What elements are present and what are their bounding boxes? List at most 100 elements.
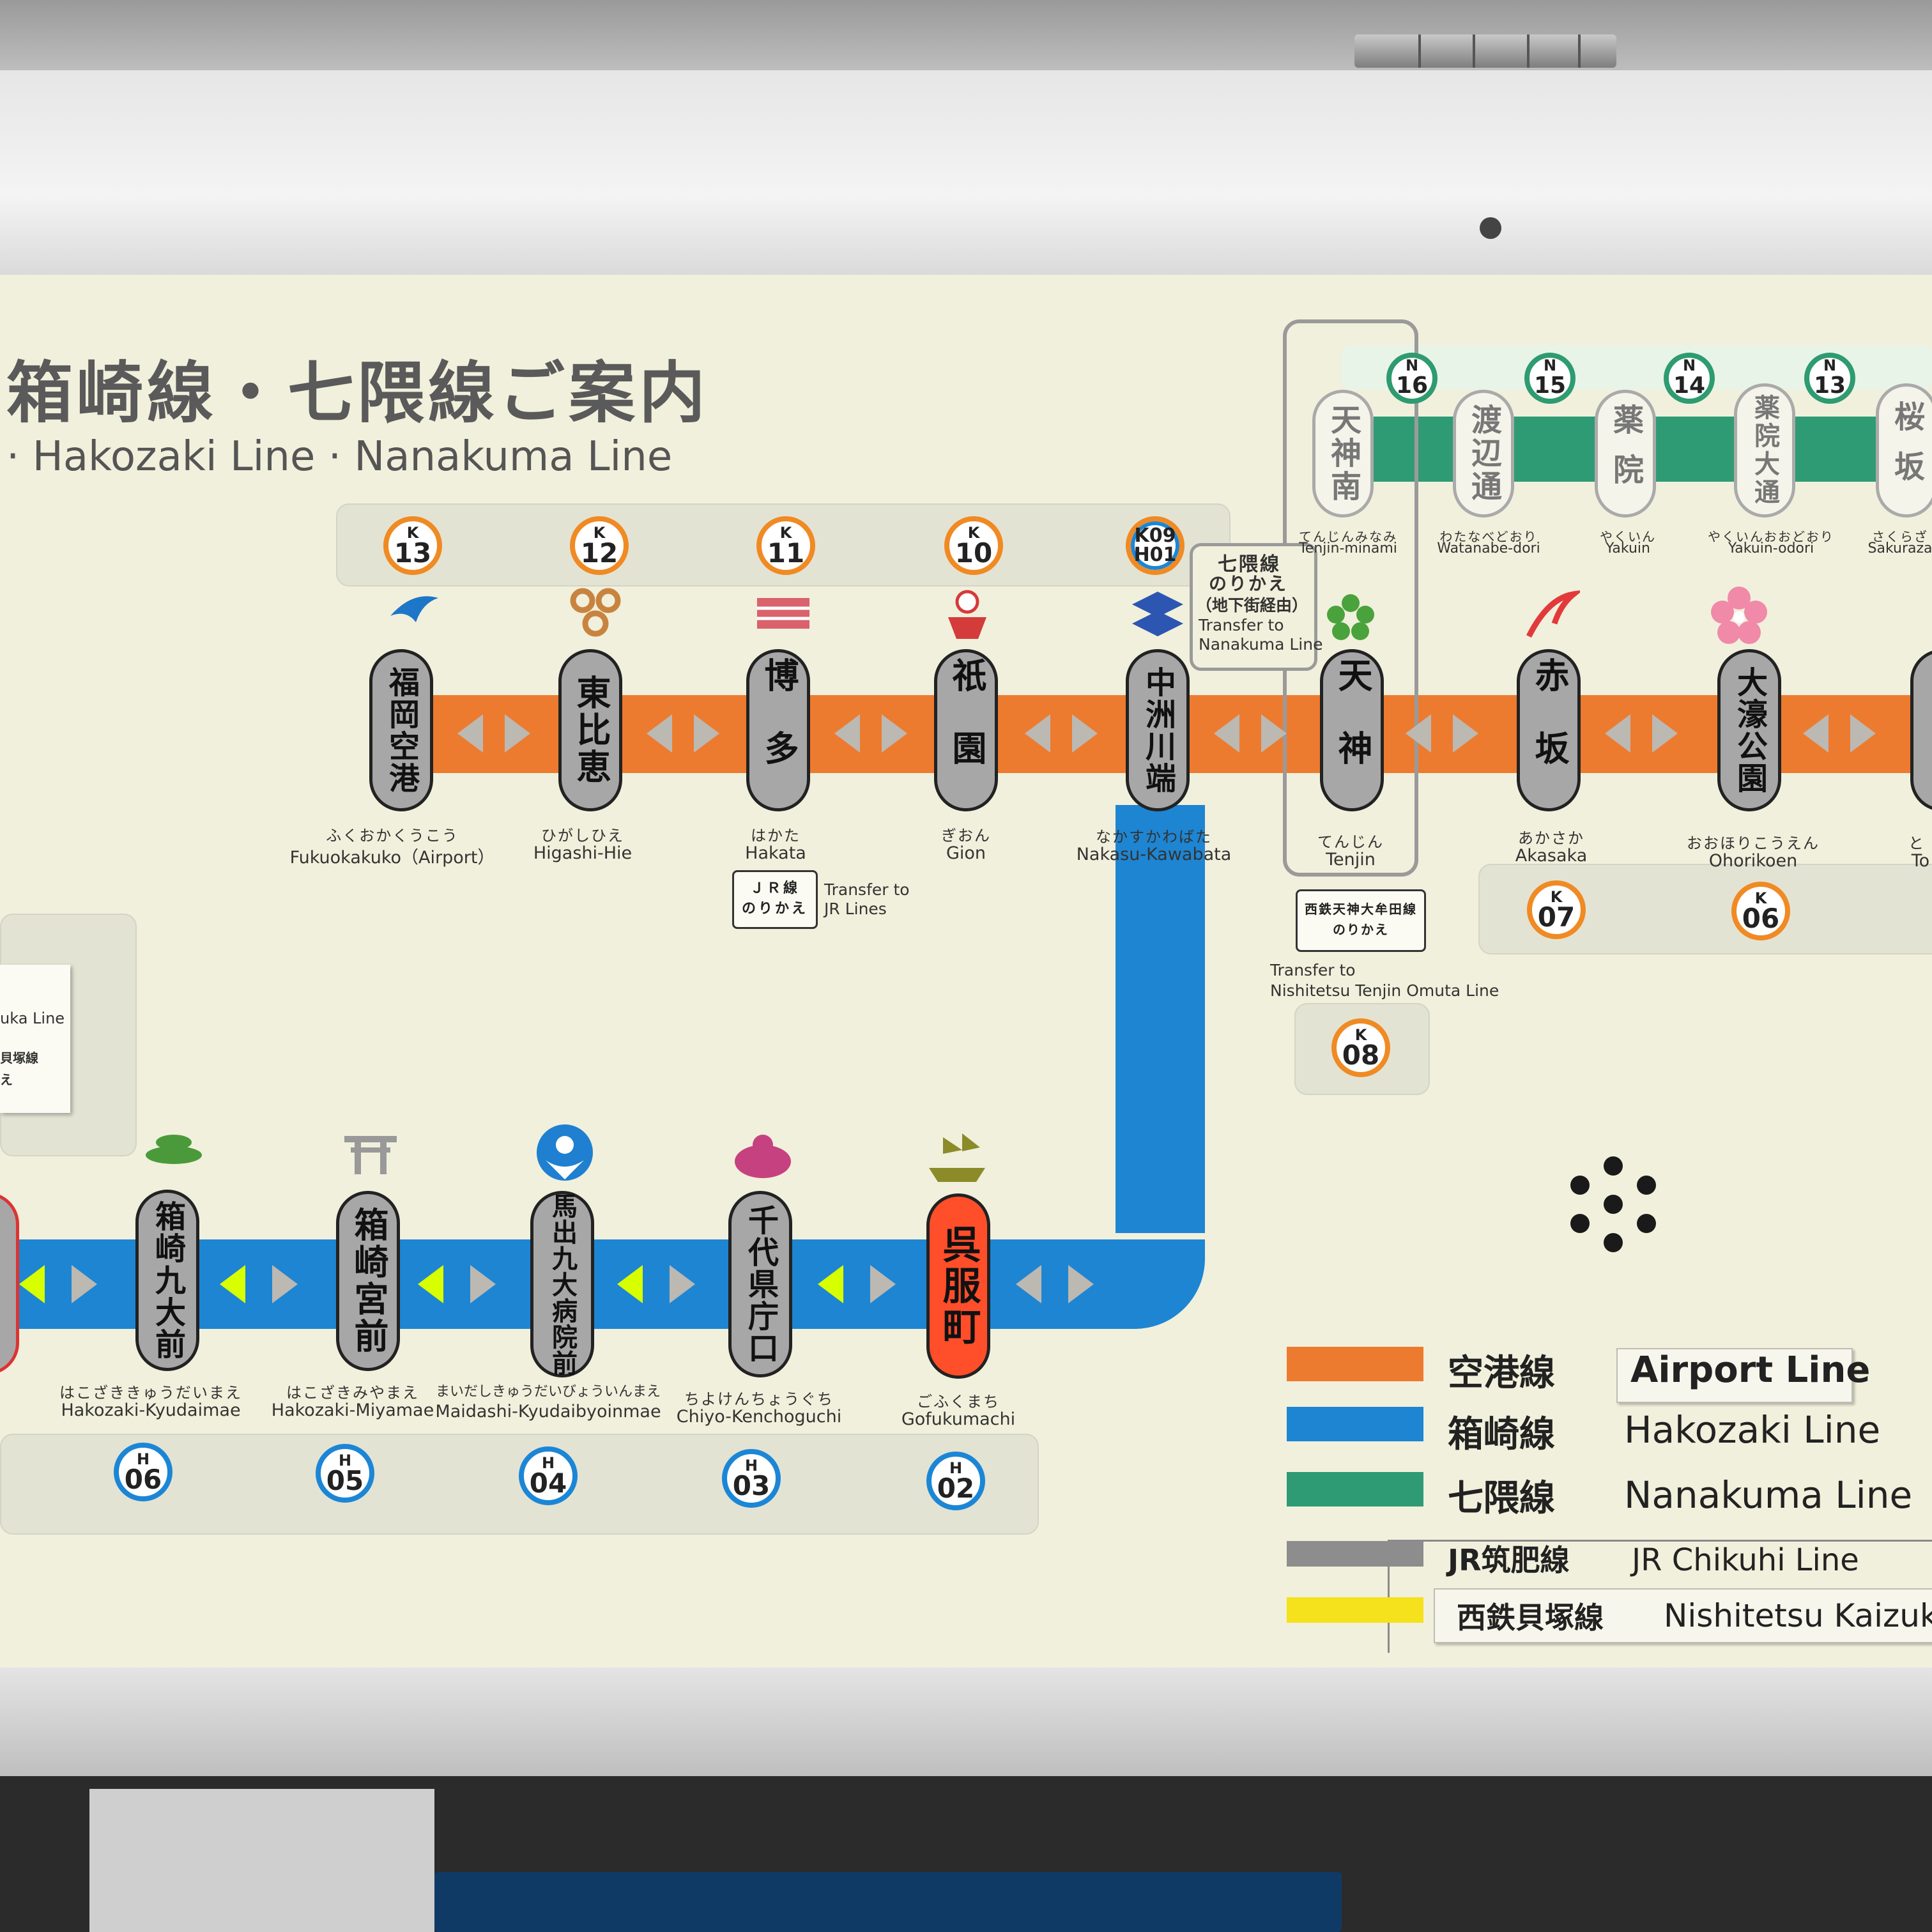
nanakuma-transfer-en-line1: Transfer to <box>1199 616 1284 634</box>
legend-label-airport-jp: 空港線 <box>1448 1344 1555 1396</box>
direction-arrow-right <box>1261 714 1287 753</box>
direction-arrow-right <box>470 1265 496 1303</box>
station-tenjin[interactable]: 天神 <box>1320 649 1384 811</box>
station-gofukumachi-current[interactable]: 呉服町 <box>926 1193 990 1379</box>
station-yakuin[interactable]: 薬院 <box>1595 390 1656 518</box>
station-kana: はこざききゅうだいまえ <box>59 1380 242 1402</box>
legend-swatch-nanakuma <box>1287 1472 1423 1506</box>
side-note-line3: え <box>0 1070 13 1088</box>
station-tenjin-minami[interactable]: 天神南 <box>1312 390 1374 518</box>
station-maidashi-kyudaibyoinmae[interactable]: 馬出九大病院前 <box>530 1191 594 1377</box>
station-kana: ごふくまち <box>917 1389 1000 1411</box>
station-romaji: Tenjin-minami <box>1299 540 1397 556</box>
station-kana: ふくおかくうこう <box>326 823 459 845</box>
map-subtitle: · Hakozaki Line · Nanakuma Line <box>6 433 672 480</box>
map-title: 箱崎線・七隈線ご案内 <box>6 339 709 435</box>
station-hakozaki-kyudaimae[interactable]: 箱崎九大前 <box>135 1190 199 1371</box>
nishitetsu-transfer-en-line2: Nishitetsu Tenjin Omuta Line <box>1270 981 1499 1000</box>
station-romaji: Hakozaki-Kyudaimae <box>61 1400 240 1420</box>
screw-icon <box>1480 217 1501 239</box>
station-kana: てんじん <box>1317 829 1384 852</box>
side-note-line1: uka Line <box>0 1009 65 1027</box>
direction-arrow-right <box>882 714 907 753</box>
textile-icon <box>755 594 812 632</box>
station-romaji: Hakozaki-Miyamae <box>272 1400 434 1420</box>
station-ohorikoen[interactable]: 大濠公園 <box>1717 649 1781 811</box>
mask-icon <box>731 1130 795 1181</box>
direction-arrow-right <box>694 714 719 753</box>
station-kana: と <box>1908 831 1925 853</box>
station-romaji: Nakasu-Kawabata <box>1077 845 1232 864</box>
direction-arrow-right <box>272 1265 298 1303</box>
station-nakasu-kawabata[interactable]: 中洲川端 <box>1126 649 1190 811</box>
sign-frame-top <box>0 70 1932 281</box>
station-romaji: Yakuin-odori <box>1728 540 1814 556</box>
jr-transfer-en-line1: Transfer to <box>824 880 910 899</box>
nishitetsu-transfer-box-line2: のりかえ <box>1298 919 1424 940</box>
station-partial-left[interactable] <box>0 1192 19 1375</box>
station-romaji: Gofukumachi <box>901 1409 1015 1429</box>
legend-label-nishitetsu-jp: 西鉄貝塚線 <box>1457 1595 1604 1637</box>
pine-tree-icon <box>142 1130 206 1168</box>
station-romaji: Yakuin <box>1606 540 1650 556</box>
direction-arrow-left <box>457 714 483 753</box>
festival-figure-icon <box>939 588 996 641</box>
station-code-h05: H05 <box>316 1444 374 1503</box>
station-romaji: Watanabe-dori <box>1437 540 1540 556</box>
plum-blossom-icon <box>1322 589 1379 647</box>
station-kana: ぎおん <box>941 823 991 845</box>
station-hakozaki-miyamae[interactable]: 箱崎宮前 <box>336 1191 400 1371</box>
station-code-n16: N16 <box>1386 353 1438 404</box>
station-watanabe-dori[interactable]: 渡辺通 <box>1453 390 1514 518</box>
station-yakuin-odori[interactable]: 薬院大通 <box>1734 383 1795 518</box>
station-kana: はこざきみやまえ <box>286 1380 419 1402</box>
side-note-card <box>0 965 70 1113</box>
station-fukuokakuko[interactable]: 福岡空港 <box>369 649 433 811</box>
direction-arrow-left <box>1016 1265 1041 1303</box>
station-romaji: Maidashi-Kyudaibyoinmae <box>435 1402 661 1422</box>
direction-arrow-lit <box>818 1265 843 1303</box>
station-romaji: Fukuokakuko（Airport） <box>290 843 495 868</box>
legend-label-jr-en: JR Chikuhi Line <box>1632 1542 1859 1578</box>
legend-label-jr-jp: JR筑肥線 <box>1448 1537 1570 1579</box>
direction-arrow-right <box>1453 714 1478 753</box>
direction-arrow-left <box>1025 714 1050 753</box>
nanakuma-transfer-jp-line2: のりかえ <box>1209 570 1288 595</box>
ship-icon <box>924 1128 990 1186</box>
station-partial[interactable] <box>1910 649 1932 811</box>
legend-swatch-nishitetsu <box>1287 1597 1423 1623</box>
station-kana: あかさか <box>1518 825 1584 848</box>
station-romaji: Tenjin <box>1326 850 1376 870</box>
station-gion[interactable]: 祇園 <box>934 649 998 811</box>
nishitetsu-transfer-en-line1: Transfer to <box>1270 961 1356 979</box>
station-higashi-hie[interactable]: 東比恵 <box>558 649 622 811</box>
direction-arrow-left <box>1406 714 1431 753</box>
station-hakata[interactable]: 博多 <box>746 649 810 811</box>
direction-arrow-right <box>1652 714 1678 753</box>
direction-arrow-right <box>670 1265 695 1303</box>
background-pillar <box>89 1789 434 1932</box>
jr-transfer-box-line2: のりかえ <box>734 899 816 919</box>
station-akasaka[interactable]: 赤坂 <box>1517 649 1581 811</box>
panel-hinge <box>1354 34 1616 68</box>
bird-crest-icon <box>532 1122 598 1183</box>
station-chiyo-kenchoguchi[interactable]: 千代県庁口 <box>728 1191 792 1377</box>
nanakuma-transfer-en-line2: Nanakuma Line <box>1199 635 1322 654</box>
station-code-k07: K07 <box>1527 880 1586 939</box>
station-code-k06: K06 <box>1731 882 1790 940</box>
station-code-k12: K12 <box>570 516 629 575</box>
nishitetsu-transfer-box: 西鉄天神大牟田線 のりかえ <box>1296 889 1426 952</box>
jr-transfer-box-line1: ＪＲ線 <box>734 878 816 899</box>
station-code-k13: K13 <box>383 516 442 575</box>
direction-arrow-left <box>1803 714 1828 753</box>
nanakuma-transfer-jp-line3: （地下街経由） <box>1196 593 1308 616</box>
direction-arrow-left <box>647 714 672 753</box>
station-romaji: Hakata <box>745 843 806 863</box>
station-sakurazaka[interactable]: 桜坂 <box>1876 383 1932 518</box>
station-romaji: Akasaka <box>1515 846 1588 866</box>
direction-arrow-right <box>1068 1265 1094 1303</box>
direction-arrow-left <box>834 714 860 753</box>
